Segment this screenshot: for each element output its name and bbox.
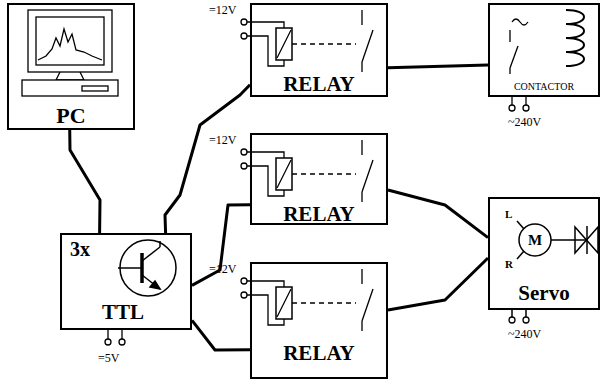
- transistor-symbol: [118, 240, 176, 296]
- relay-symbol: [241, 10, 373, 72]
- relay-box: RELAY: [250, 262, 388, 379]
- box-title: RELAY: [283, 73, 355, 96]
- voltage-label: ~240V: [508, 116, 541, 129]
- computer-icon: [22, 10, 118, 96]
- wire-connector: [388, 65, 488, 68]
- relay-box: RELAY: [250, 3, 388, 97]
- voltage-label: =12V: [209, 134, 236, 147]
- wire-connector: [388, 190, 488, 238]
- box-title: TTL: [102, 301, 144, 324]
- box-title: Servo: [518, 282, 569, 305]
- voltage-label: =12V: [209, 4, 236, 17]
- voltage-label: =5V: [98, 352, 119, 365]
- terminal-label: L: [505, 208, 512, 220]
- terminal-label: R: [505, 258, 513, 270]
- driver-box: 3xTTL: [60, 233, 192, 330]
- relay-symbol: [241, 140, 373, 202]
- box-title: RELAY: [283, 342, 355, 365]
- contactor-box: CONTACTOR: [488, 3, 600, 97]
- supply-terminals: [105, 330, 125, 345]
- box-title: CONTACTOR: [514, 81, 574, 92]
- voltage-label: =12V: [209, 263, 236, 276]
- computer-box: PC: [7, 3, 135, 130]
- relay-symbol: [241, 269, 373, 331]
- box-title: PC: [56, 104, 85, 128]
- count-label: 3x: [70, 238, 90, 260]
- wire-connector: [192, 205, 250, 286]
- wire-connector: [192, 320, 250, 350]
- voltage-label: ~240V: [508, 328, 541, 341]
- servo-motor-symbol: [509, 221, 598, 323]
- wire-connector: [165, 85, 250, 233]
- servo-box: Servo: [488, 197, 600, 310]
- box-title: RELAY: [283, 203, 355, 226]
- motor-label: M: [528, 232, 542, 249]
- relay-box: RELAY: [250, 133, 388, 225]
- wire-connector: [388, 258, 488, 310]
- wire-connector: [70, 130, 100, 233]
